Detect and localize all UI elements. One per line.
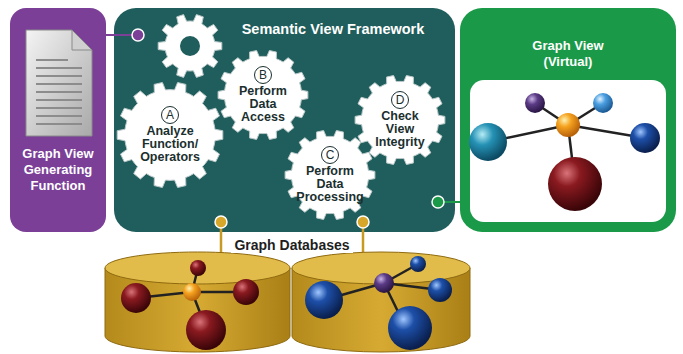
step-label: Analyze Function/ Operators (132, 125, 208, 164)
section-label: Graph Databases (231, 237, 352, 253)
panel-title: Semantic View Framework (219, 8, 447, 37)
function-panel: Graph View Generating Function (10, 8, 106, 232)
callout-letter: C (321, 146, 339, 164)
callout-letter: D (391, 91, 409, 109)
gear-label: AAnalyze Function/ Operators (132, 106, 208, 164)
step-label: Perform Data Access (230, 85, 296, 124)
document-icon (10, 8, 106, 232)
gear-step: AAnalyze Function/ Operators (116, 81, 224, 189)
gear-label: CPerform Data Processing (295, 146, 365, 204)
callout-letter: A (161, 106, 179, 124)
framework-panel: Semantic View FrameworkAAnalyze Function… (114, 8, 455, 232)
gear-step: DCheck View Integrity (354, 74, 446, 166)
gear-label: DCheck View Integrity (368, 91, 432, 149)
step-label: Perform Data Processing (295, 165, 365, 204)
label-holder: Graph Databases (212, 236, 372, 254)
panel-title: Graph View (Virtual) (510, 38, 626, 70)
graph-view-panel: Graph View (Virtual) (460, 8, 676, 232)
panel-title: Graph View Generating Function (14, 146, 102, 194)
gear-label: BPerform Data Access (230, 66, 296, 124)
gear-step: BPerform Data Access (217, 49, 309, 141)
step-label: Check View Integrity (368, 110, 432, 149)
callout-letter: B (254, 66, 272, 84)
